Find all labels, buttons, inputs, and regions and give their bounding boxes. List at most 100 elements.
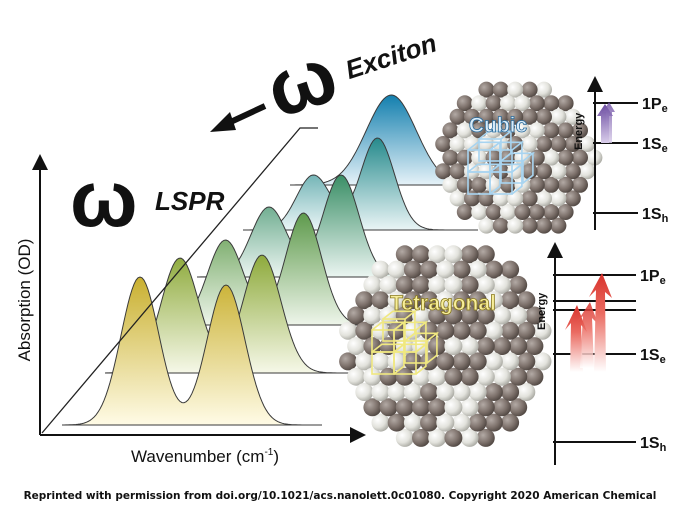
atom [403, 352, 422, 371]
atom [485, 204, 502, 220]
atom [395, 367, 414, 386]
atom [471, 122, 488, 139]
credit-line: Reprinted with permission from doi.org/1… [23, 490, 657, 502]
level-label-1se: 1Se [640, 347, 666, 366]
atom [355, 321, 374, 340]
svg-text:ω: ω [255, 29, 347, 135]
atom [387, 352, 406, 371]
atom [521, 136, 538, 152]
atom [363, 367, 382, 386]
atom [484, 413, 503, 432]
atom [428, 428, 447, 447]
atom [452, 321, 471, 340]
cubic-unit-cell [467, 129, 536, 195]
atom [460, 245, 479, 264]
atom [493, 398, 511, 417]
atom [464, 163, 480, 180]
atom [543, 176, 560, 193]
atom [460, 306, 479, 325]
atom [485, 122, 502, 139]
atom [525, 367, 544, 386]
atom [436, 383, 455, 401]
baseline-diagonal [41, 127, 318, 434]
atom [395, 245, 414, 264]
atom [449, 136, 466, 152]
atom [476, 306, 495, 325]
atom [444, 245, 463, 264]
atom [476, 275, 495, 294]
atom [533, 352, 552, 371]
atom [468, 260, 487, 279]
atom [507, 108, 524, 125]
atom [485, 95, 502, 112]
atom [371, 291, 390, 310]
atom [500, 204, 516, 220]
atom [379, 367, 398, 386]
atom [536, 217, 552, 234]
atom [460, 337, 479, 356]
atom [572, 149, 588, 166]
atom [428, 245, 447, 264]
atom [476, 337, 495, 356]
atom [564, 163, 581, 180]
atom [444, 275, 463, 294]
atom [557, 204, 574, 220]
atom [509, 398, 528, 417]
atom [468, 321, 487, 340]
atom [493, 275, 511, 294]
atom [444, 306, 463, 325]
atom [456, 95, 473, 112]
atom [468, 413, 487, 432]
atom [436, 291, 455, 310]
atom [420, 413, 439, 432]
atom [387, 291, 406, 310]
energy-axis-label: Energy [573, 112, 585, 150]
atom [464, 136, 480, 152]
atom [442, 149, 459, 166]
atom [444, 367, 463, 386]
atom [371, 383, 390, 401]
atom [492, 81, 509, 98]
atom [371, 413, 390, 432]
atom [500, 149, 516, 166]
level-label-1pe: 1Pe [642, 96, 668, 115]
atom [521, 108, 538, 125]
atom [484, 260, 503, 279]
svg-text:Exciton: Exciton [342, 27, 441, 85]
atom [514, 204, 531, 220]
tetragonal-nanocrystal [339, 245, 552, 447]
atom [471, 204, 488, 220]
energy-diagram-cubic: Energy 1Pe 1Se 1Sh [573, 76, 669, 230]
atom [347, 367, 366, 386]
atom [509, 337, 528, 356]
atom [572, 176, 588, 193]
atom [452, 352, 471, 371]
atom [435, 136, 452, 152]
atom [379, 275, 398, 294]
atom [521, 217, 538, 234]
level-label-1sh: 1Sh [642, 206, 669, 225]
atom [514, 122, 531, 139]
atom [468, 352, 487, 371]
x-axis-label: Wavenumber (cm-1) [131, 447, 279, 466]
atom [412, 275, 430, 294]
atom [484, 383, 503, 401]
atom [493, 367, 511, 386]
atom [464, 108, 480, 125]
atom [509, 367, 528, 386]
atom [444, 398, 463, 417]
atom [420, 383, 439, 401]
atom [579, 163, 596, 180]
atom [500, 176, 516, 193]
atom [557, 122, 574, 139]
atom [412, 398, 430, 417]
atom [478, 136, 495, 152]
atom [543, 95, 560, 112]
atom [436, 321, 455, 340]
atom [521, 163, 538, 180]
atom [536, 136, 552, 152]
atom [525, 306, 544, 325]
atom [355, 291, 374, 310]
atom [444, 337, 463, 356]
